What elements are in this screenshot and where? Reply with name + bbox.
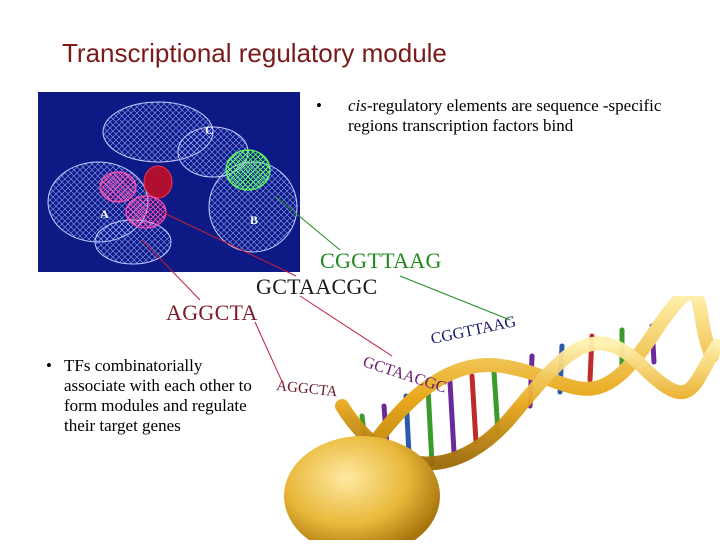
bullet-marker: • <box>316 96 322 115</box>
cis-term: cis <box>348 96 367 115</box>
sequence-cggttaag: CGGTTAAG <box>320 248 442 273</box>
cis-element-bullet: • cis-regulatory elements are sequence -… <box>316 96 666 136</box>
dna-label-cggttaag: CGGTTAAG <box>429 313 518 348</box>
sequence-gctaacgc: GCTAACGC <box>256 274 378 299</box>
cis-definition: -regulatory elements are sequence -speci… <box>348 96 662 135</box>
sequence-aggcta: AGGCTA <box>166 300 258 325</box>
tf-module-bullet: • TFs combinatorially associate with eac… <box>40 356 260 436</box>
dna-helix-image: CGGTTAAG GCTAACGC AGGCTA <box>272 285 720 545</box>
bullet-marker: • <box>46 356 52 375</box>
protein-complex-image: C A B <box>38 92 300 272</box>
protein-label-a: A <box>100 207 109 221</box>
dna-label-aggcta: AGGCTA <box>276 378 339 400</box>
tf-module-text: TFs combinatorially associate with each … <box>64 356 252 435</box>
cis-element-text: cis-regulatory elements are sequence -sp… <box>348 96 666 136</box>
protein-label-b: B <box>250 213 258 227</box>
protein-label-c: C <box>205 123 214 137</box>
slide-title: Transcriptional regulatory module <box>62 38 447 68</box>
